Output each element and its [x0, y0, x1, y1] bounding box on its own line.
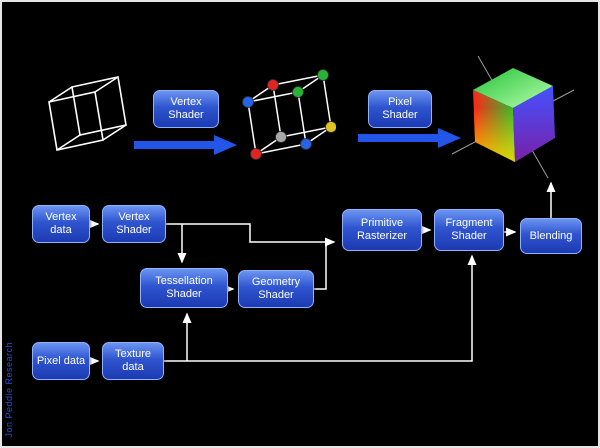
- node-vertex-shader: Vertex Shader: [102, 205, 166, 243]
- vertex-shader-label-top: Vertex Shader: [153, 90, 219, 128]
- vertex-dot-blue: [242, 96, 254, 108]
- vertex-dot-green: [292, 86, 304, 98]
- vertex-dot-blue: [300, 138, 312, 150]
- watermark-text: Jon Peddie Research: [4, 342, 14, 438]
- vertex-colored-cube-icon: [242, 69, 336, 160]
- node-primitive-rasterizer: Primitive Rasterizer: [342, 209, 422, 251]
- vertex-dot-green: [317, 69, 329, 81]
- node-blending: Blending: [520, 218, 582, 254]
- vertex-dot-gray: [275, 131, 287, 143]
- shaded-rgb-cube-icon: [452, 55, 574, 179]
- pixel-shader-label-top: Pixel Shader: [368, 90, 432, 128]
- node-vertex-data: Vertex data: [32, 205, 90, 243]
- wireframe-cube-icon: [48, 76, 127, 151]
- arrow-right-icon: [134, 135, 237, 155]
- vertex-dot-red: [250, 148, 262, 160]
- node-texture-data: Texture data: [102, 342, 164, 380]
- node-geometry-shader: Geometry Shader: [238, 270, 314, 308]
- node-fragment-shader: Fragment Shader: [434, 209, 504, 251]
- arrow-right-icon: [358, 128, 461, 148]
- node-tessellation-shader: Tessellation Shader: [140, 268, 228, 308]
- node-pixel-data: Pixel data: [32, 342, 90, 380]
- vertex-dot-yellow: [325, 121, 336, 133]
- vertex-dot-red: [267, 79, 279, 91]
